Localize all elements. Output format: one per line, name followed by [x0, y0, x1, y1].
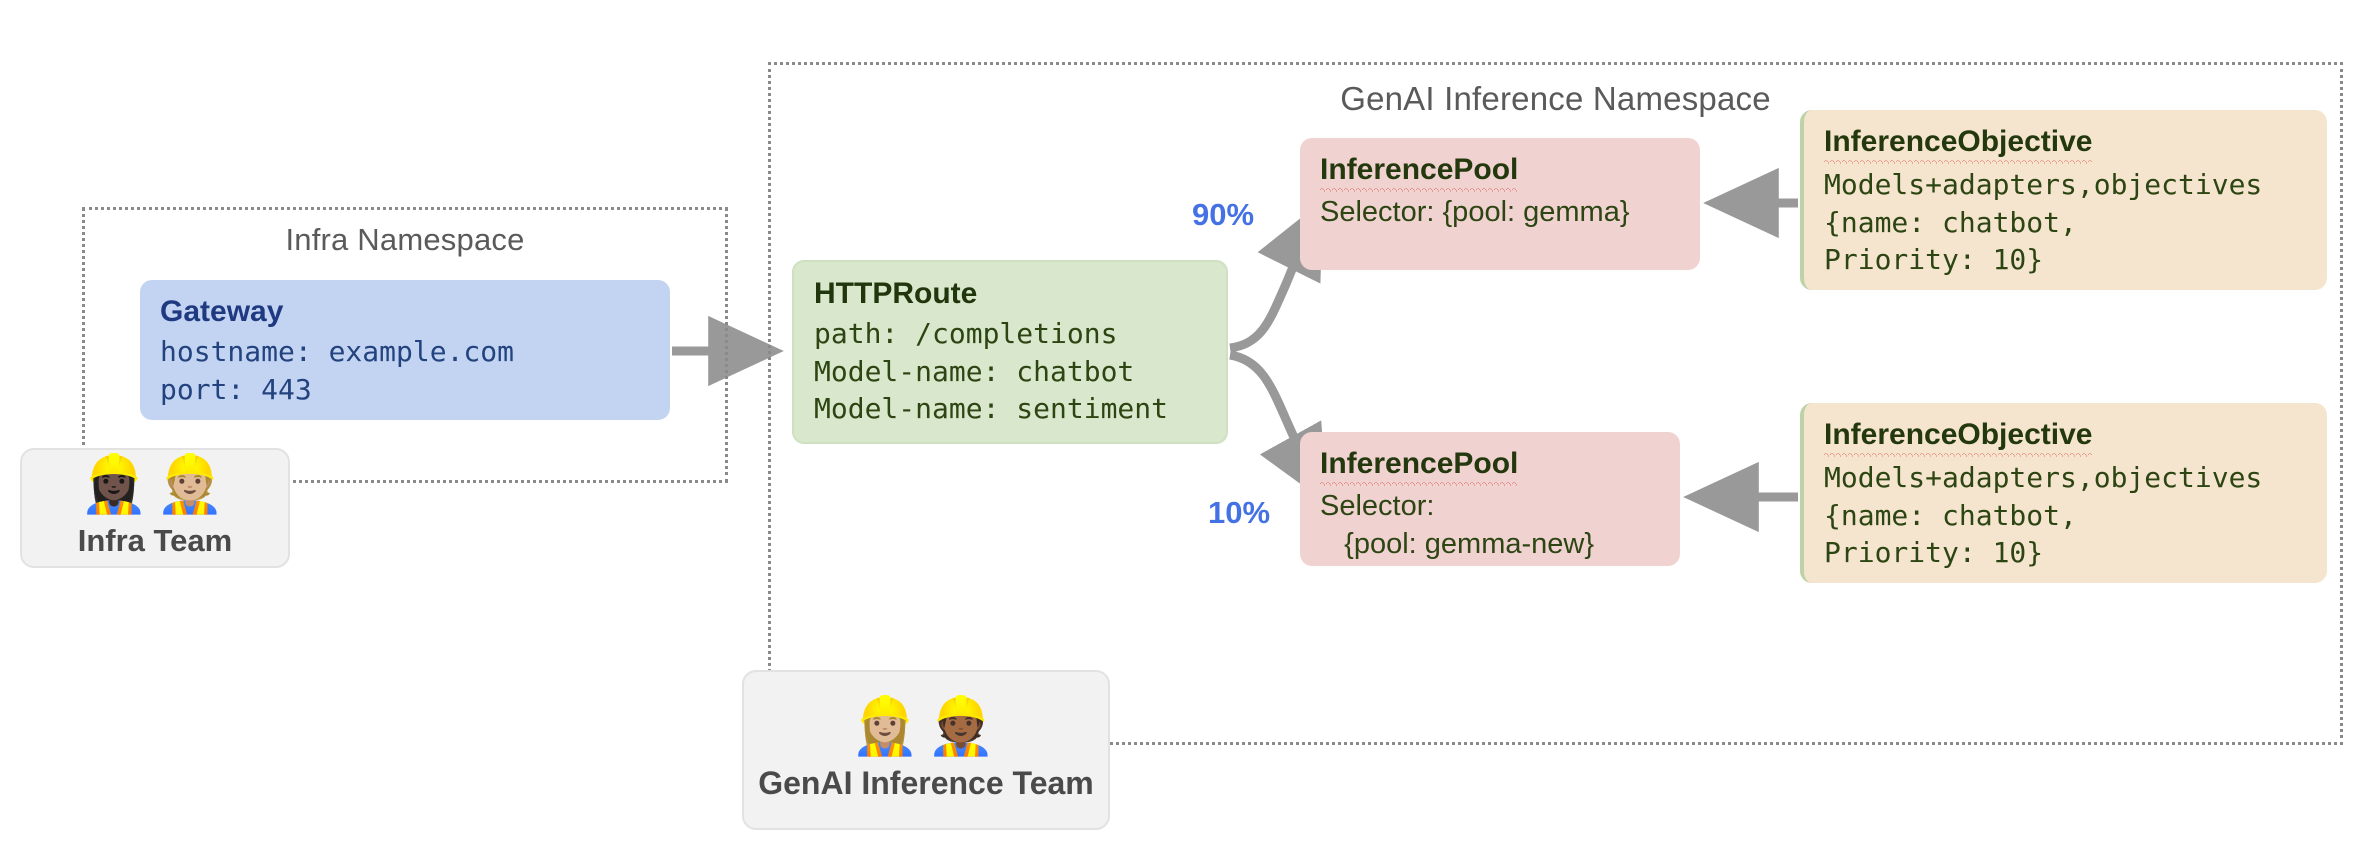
inferenceobjective-card-bottom[interactable]: InferenceObjective Models+adapters,objec…	[1800, 403, 2327, 583]
construction-worker-icon: 👷🏿‍♀️👷🏼	[79, 452, 231, 517]
inferencepool-selector: Selector: {pool: gemma}	[1320, 196, 1630, 229]
namespace-genai-inference-label: GenAI Inference Namespace	[1340, 80, 1771, 117]
edge-weight-10-percent: 10%	[1208, 495, 1271, 530]
httproute-card[interactable]: HTTPRoute path: /completions Model-name:…	[792, 260, 1228, 444]
infra-team-card[interactable]: 👷🏿‍♀️👷🏼 Infra Team	[20, 448, 290, 568]
httproute-path: path: /completions	[814, 317, 1118, 351]
inferenceobjective-card-top[interactable]: InferenceObjective Models+adapters,objec…	[1800, 110, 2327, 290]
spellcheck-underline: InferencePool	[1320, 447, 1519, 487]
spellcheck-underline: InferencePool	[1320, 153, 1519, 193]
genai-inference-team-label: GenAI Inference Team	[758, 764, 1094, 801]
inferencepool-title: InferencePool	[1320, 152, 1682, 193]
inferenceobjective-title: InferenceObjective	[1824, 417, 2309, 458]
inferencepool-card-gemma[interactable]: InferencePool Selector: {pool: gemma}	[1300, 138, 1700, 270]
httproute-model-name-sentiment: Model-name: sentiment	[814, 391, 1169, 425]
httproute-title: HTTPRoute	[814, 277, 978, 310]
inferenceobjective-body: Models+adapters,objectives {name: chatbo…	[1824, 461, 2263, 569]
infra-team-label: Infra Team	[77, 523, 233, 558]
inferencepool-card-gemma-new[interactable]: InferencePool Selector: {pool: gemma-new…	[1300, 432, 1680, 566]
inferencepool-selector: Selector: {pool: gemma-new}	[1320, 490, 1595, 560]
inferenceobjective-body: Models+adapters,objectives {name: chatbo…	[1824, 168, 2263, 276]
inferencepool-title: InferencePool	[1320, 446, 1662, 487]
inferenceobjective-title: InferenceObjective	[1824, 124, 2309, 165]
gateway-card[interactable]: Gateway hostname: example.com port: 443	[140, 280, 670, 420]
gateway-hostname: hostname: example.com	[160, 335, 515, 369]
namespace-genai-inference	[768, 62, 2343, 745]
spellcheck-underline: InferenceObjective	[1824, 418, 2093, 458]
namespace-infra	[82, 207, 728, 483]
genai-inference-team-card[interactable]: 👷🏼‍♀️👷🏾 GenAI Inference Team	[742, 670, 1110, 830]
edge-weight-90-percent: 90%	[1192, 197, 1255, 232]
gateway-title: Gateway	[160, 295, 284, 328]
mechanic-worker-icon: 👷🏼‍♀️👷🏾	[850, 693, 1002, 759]
namespace-infra-label: Infra Namespace	[285, 222, 525, 257]
spellcheck-underline: InferenceObjective	[1824, 125, 2093, 165]
gateway-port: port: 443	[160, 372, 312, 406]
httproute-model-name-chatbot: Model-name: chatbot	[814, 354, 1135, 388]
